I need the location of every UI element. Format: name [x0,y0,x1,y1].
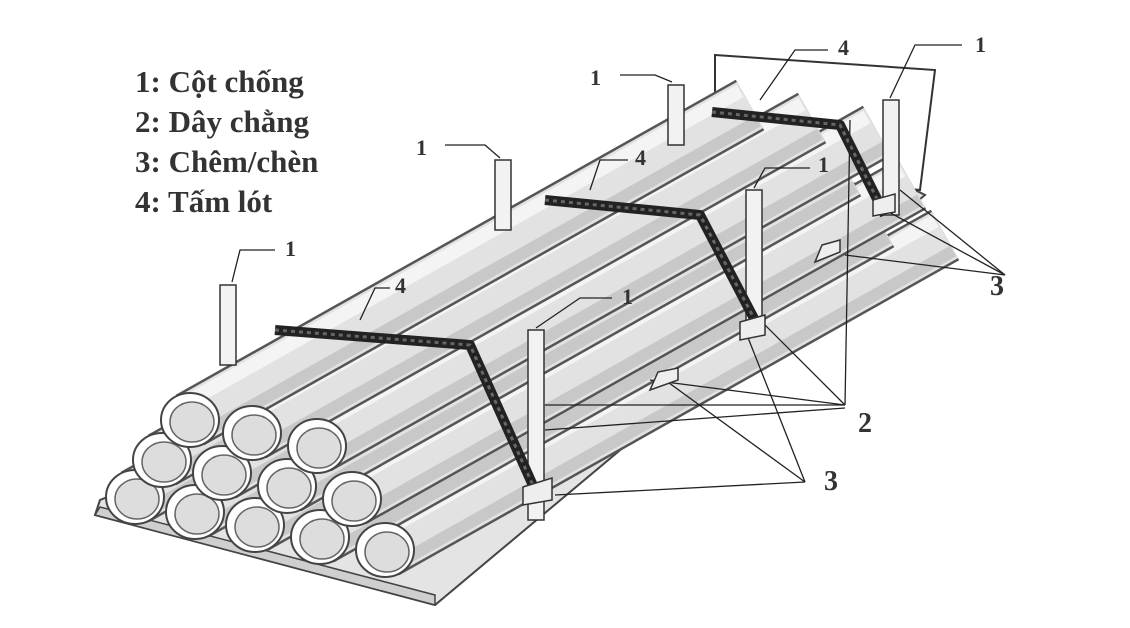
support-post [494,159,512,231]
legend-num: 3: [135,144,161,179]
callout-leader [589,159,628,191]
callout-leader [231,249,275,283]
strap-chain [274,328,537,491]
pipe-body [339,160,925,523]
callout-leader [359,287,390,321]
legend-item-lashing: 2: Dây chằng [135,102,318,142]
callout-leader [445,144,501,159]
chock [739,314,766,341]
callout-dunnage: 4 [395,273,406,298]
pipe-bore [296,427,342,469]
pipe-body [177,81,763,444]
pipe-bore [266,467,312,509]
pipe-bore [201,454,247,496]
pipe-highlight [176,84,744,413]
lashing-straps [274,107,890,493]
chock [813,239,841,264]
callout-leader [753,167,810,189]
strap-chain [544,198,762,331]
pipe-bore [331,480,377,522]
callout-lashing: 2 [858,408,872,439]
pipe-stack [105,79,960,578]
support-post [219,284,237,366]
callout-leader [884,209,1006,276]
callout-leader [664,379,806,483]
support-post [667,84,685,146]
chock [648,367,679,392]
pipe-shade [257,128,823,455]
pipe-bore [174,493,220,535]
callout-leader [544,407,846,431]
callout-post: 1 [416,135,427,160]
pipe-bore [234,506,280,548]
chock [872,193,896,217]
legend-item-post: 1: Cột chống [135,62,318,102]
legend-text: Cột chống [168,64,304,99]
pipe-bore [169,401,215,443]
pipe-bore [114,478,160,520]
pipe-shade [390,245,956,572]
callout-leader [759,49,828,101]
callout-lines [231,44,1006,496]
callout-leader [844,119,851,406]
pipe-bore [231,414,277,456]
callout-post: 1 [818,152,829,177]
callout-leader [759,319,846,406]
support-posts [219,84,900,521]
pipe-shade [195,115,761,442]
pipe-bore [299,518,345,560]
legend-item-dunnage: 4: Tấm lót [135,182,318,222]
callout-dunnage: 4 [635,145,646,170]
pipe-body [304,107,890,470]
callout-leader [844,254,1006,276]
legend-num: 2: [135,104,161,139]
callout-post: 1 [590,65,601,90]
pipe-shade [322,141,888,468]
pipe-shade [325,232,891,559]
callout-leader [620,74,673,83]
callout-post: 1 [285,236,296,261]
legend-item-chock: 3: Chêm/chèn [135,142,318,182]
callout-leader [554,481,806,496]
callout-post: 1 [622,284,633,309]
pipe-body [239,94,825,457]
callout-leader [535,297,612,329]
pipe-body [372,211,958,574]
legend-text: Tấm lót [168,184,273,219]
legend: 1: Cột chống 2: Dây chằng 3: Chêm/chèn 4… [135,62,318,222]
support-post [882,99,900,216]
callout-leader [649,379,846,406]
legend-text: Dây chằng [168,104,309,139]
pipe-bore [364,531,410,573]
callout-chock: 3 [824,466,838,497]
strap-chain [711,110,887,216]
chocks [522,193,896,506]
legend-num: 4: [135,184,161,219]
pipe-bore [141,441,187,483]
chock [522,476,553,506]
callout-dunnage: 4 [838,35,849,60]
callout-post: 1 [975,32,986,57]
callout-leader [899,189,1006,276]
callout-chock: 3 [990,271,1004,302]
callout-leader [889,44,962,99]
callout-leader [744,329,806,483]
legend-text: Chêm/chèn [168,144,319,179]
legend-num: 1: [135,64,161,99]
